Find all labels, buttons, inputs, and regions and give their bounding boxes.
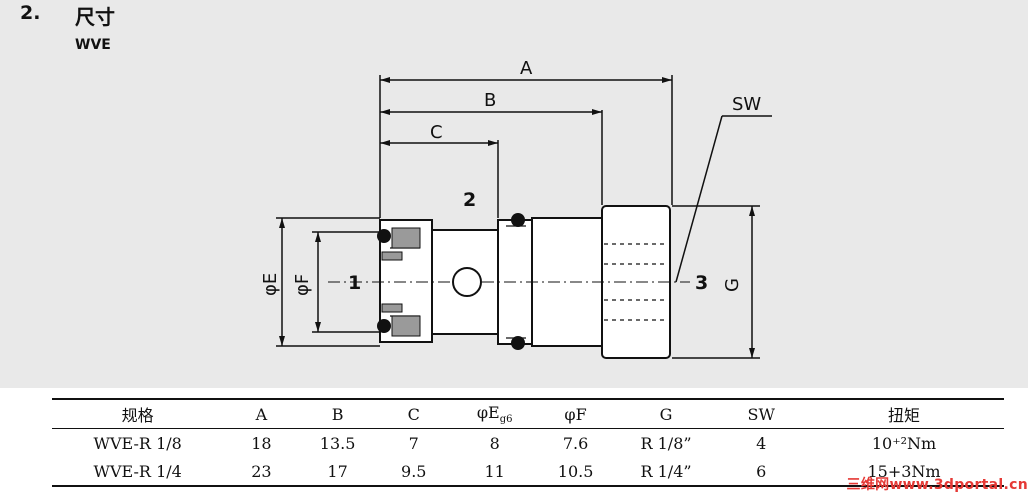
section-title: 尺寸 (75, 5, 115, 29)
cell-phi-e: 11 (484, 461, 505, 481)
cell-phi-f: 7.6 (562, 433, 589, 453)
port-1-label: 1 (348, 272, 361, 294)
hatched-insert (381, 227, 421, 337)
o-rings (377, 213, 525, 350)
table-row: WVE-R 1/8 18 13.5 7 8 7.6 R 1/8” 4 10⁺²N… (52, 429, 1004, 458)
header-torque: 扭矩 (888, 406, 921, 425)
flow-hole (452, 267, 482, 297)
cell-g: R 1/4” (640, 461, 692, 481)
header-phi-e: φEg6 (452, 399, 538, 429)
header-phi-e-text: φE (476, 402, 500, 422)
header-c: C (407, 404, 420, 424)
section-number: 2. (20, 2, 41, 24)
cell-torque: 10⁺²Nm (871, 433, 937, 453)
port-2-label: 2 (463, 189, 476, 211)
cell-phi-f: 10.5 (557, 461, 594, 481)
cell-torque: 15+3Nm (867, 461, 941, 481)
header-g: G (659, 404, 673, 424)
dim-phi-e-label: φE (260, 273, 281, 296)
spec-table: 规格 A B C φEg6 φF G SW 扭矩 WVE-R 1/8 18 13… (52, 398, 1004, 487)
sw-leader (675, 115, 723, 283)
table-row: WVE-R 1/4 23 17 9.5 11 10.5 R 1/4” 6 15+… (52, 457, 1004, 486)
cell-sw: 6 (756, 461, 767, 481)
port-3-label: 3 (695, 272, 708, 294)
watermark: 三维网www.3dportal.cn (846, 477, 1028, 493)
dim-b-label: B (484, 90, 496, 111)
cell-spec: WVE-R 1/4 (93, 461, 182, 481)
header-sw: SW (747, 404, 775, 424)
table-header-row: 规格 A B C φEg6 φF G SW 扭矩 (52, 399, 1004, 429)
header-b: B (331, 404, 344, 424)
header-a: A (255, 404, 268, 424)
dim-sw-label: SW (732, 94, 761, 115)
dim-phi-f-label: φF (292, 274, 313, 296)
cell-b: 13.5 (319, 433, 356, 453)
header-spec: 规格 (121, 406, 154, 425)
cell-sw: 4 (756, 433, 767, 453)
cell-c: 9.5 (401, 461, 427, 481)
cell-spec: WVE-R 1/8 (93, 433, 182, 453)
cell-b: 17 (327, 461, 348, 481)
cell-a: 18 (251, 433, 272, 453)
header-phi-e-sub: g6 (499, 414, 513, 426)
header-phi-f: φF (564, 404, 587, 424)
dim-a-label: A (520, 58, 533, 79)
cell-g: R 1/8” (640, 433, 692, 453)
cell-a: 23 (251, 461, 272, 481)
cell-phi-e: 8 (489, 433, 500, 453)
dim-g-label: G (722, 278, 743, 292)
model-label: WVE (75, 37, 111, 53)
technical-drawing: A B C SW G φE φF 1 2 3 (260, 58, 772, 359)
dim-c-label: C (430, 122, 443, 143)
cell-c: 7 (408, 433, 419, 453)
